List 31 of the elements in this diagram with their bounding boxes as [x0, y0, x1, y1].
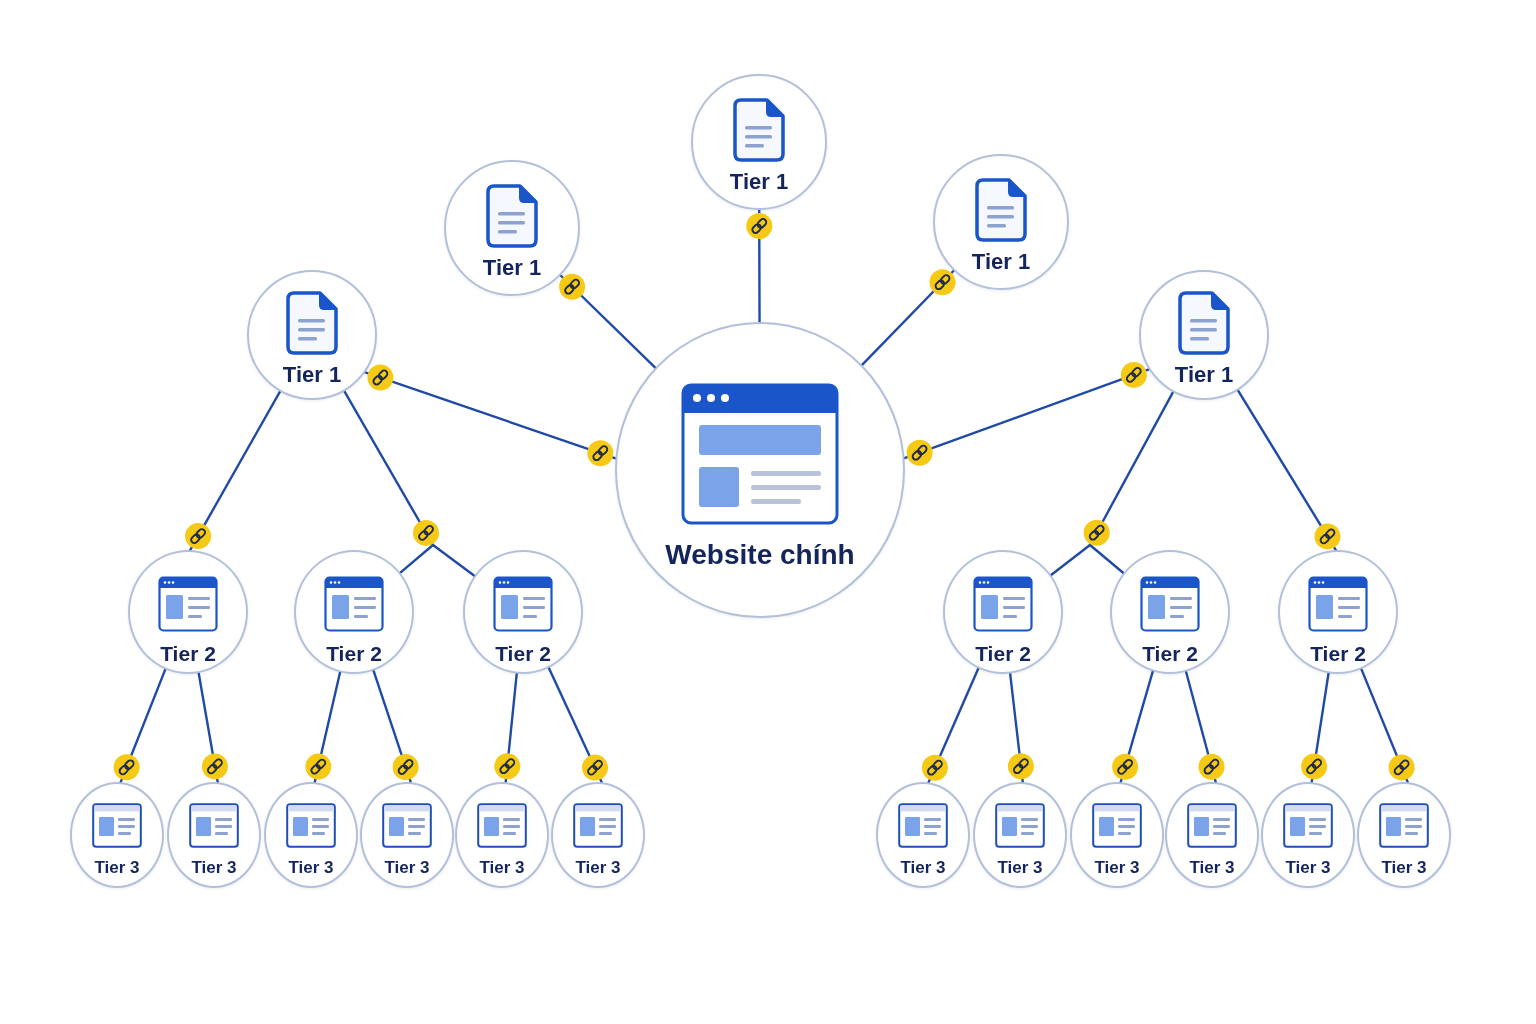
node-label: Tier 3 [191, 858, 237, 878]
node-label: Tier 3 [384, 858, 430, 878]
node-label: Tier 2 [326, 642, 382, 666]
node-label: Tier 2 [495, 642, 551, 666]
node-label: Tier 3 [94, 858, 140, 878]
node-label: Website chính [665, 539, 855, 571]
node-label: Tier 3 [575, 858, 621, 878]
node-label: Tier 3 [1189, 858, 1235, 878]
node-label: Tier 1 [729, 169, 789, 195]
connector-line [343, 390, 435, 547]
node-label: Tier 1 [482, 255, 542, 281]
connector-line [1088, 543, 1125, 575]
node-label: Tier 3 [1094, 858, 1140, 878]
node-label: Tier 3 [479, 858, 525, 878]
connector-line [1049, 543, 1092, 577]
node-label: Tier 1 [282, 362, 342, 388]
connector-line [1236, 389, 1338, 552]
node-label: Tier 2 [1310, 642, 1366, 666]
node-label: Tier 2 [975, 642, 1031, 666]
node-label: Tier 3 [288, 858, 334, 878]
connector-line [399, 543, 435, 574]
node-label: Tier 2 [160, 642, 216, 666]
node-label: Tier 1 [1174, 362, 1234, 388]
node-label: Tier 3 [997, 858, 1043, 878]
connector-line [188, 390, 282, 552]
node-label: Tier 3 [1381, 858, 1427, 878]
node-label: Tier 1 [971, 249, 1031, 275]
connector-line [431, 543, 476, 577]
node-label: Tier 3 [900, 858, 946, 878]
node-label: Tier 2 [1142, 642, 1198, 666]
node-label: Tier 3 [1285, 858, 1331, 878]
